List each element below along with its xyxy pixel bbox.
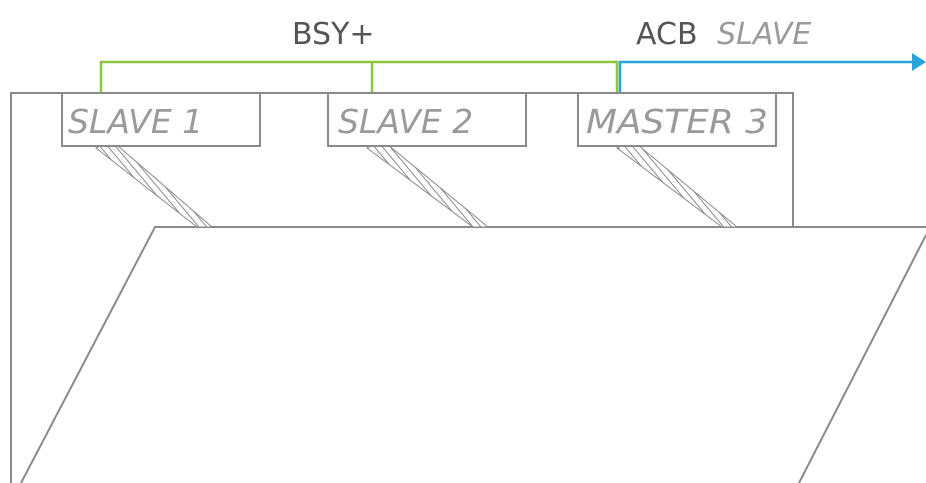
bsy-bus [99,60,619,93]
bsy-bus-line [99,60,619,93]
unit-label-2: SLAVE 2 [338,102,473,141]
beams [95,139,739,228]
acb-bus [618,53,926,93]
unit-slave-2: SLAVE 2 [327,92,527,147]
unit-master-3: MASTER 3 [577,92,777,147]
unit-box-2 [327,92,527,147]
unit-box-1 [61,92,261,147]
arrow-right-icon [912,53,926,71]
acb-role-label: SLAVE [717,17,811,52]
unit-label-3: MASTER 3 [586,102,768,141]
bsy-bus-label: BSY+ [292,17,375,52]
acb-bus-label: ACB SLAVE [636,17,811,52]
unit-box-3 [577,92,777,147]
floor-plane [20,226,926,483]
beam-2 [366,139,490,228]
beam-3 [616,139,739,228]
unit-label-1: SLAVE 1 [68,102,203,141]
acb-label: ACB [636,17,698,52]
unit-slave-1: SLAVE 1 [61,92,261,147]
floor-edge-right [798,234,926,483]
wall-outline [10,92,794,483]
acb-bus-line [618,60,912,93]
beam-1 [95,139,214,228]
